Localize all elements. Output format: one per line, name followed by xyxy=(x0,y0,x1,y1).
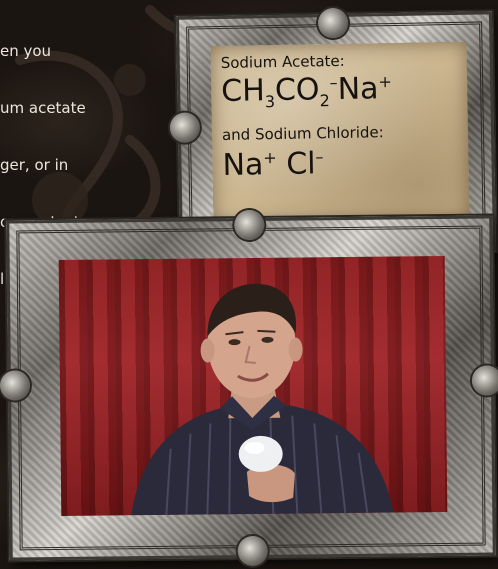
formula-part: CH xyxy=(220,73,266,109)
formula-subscript: 3 xyxy=(264,92,276,112)
formula-part: CO xyxy=(274,72,320,109)
formula-part: Cl xyxy=(276,146,316,183)
frame-ornament xyxy=(234,209,265,241)
intro-line: um acetate xyxy=(0,99,86,117)
intro-line: en you xyxy=(0,42,52,60)
formula-card: Sodium Acetate: CH3CO2–Na+ and Sodium Ch… xyxy=(210,41,470,225)
formula-part: Na xyxy=(337,71,379,107)
formula-subscript: 2 xyxy=(319,91,331,111)
sodium-chloride-label: and Sodium Chloride: xyxy=(221,123,384,144)
frame-ornament xyxy=(0,370,31,401)
formula-part: Na xyxy=(222,147,264,183)
frame-ornament xyxy=(169,112,201,143)
frame-ornament xyxy=(237,535,268,567)
frame-ornament xyxy=(471,365,498,396)
presenter-image xyxy=(131,283,394,516)
formula-superscript: – xyxy=(315,147,324,167)
formula-superscript: + xyxy=(263,148,277,168)
formula-superscript: + xyxy=(378,72,392,92)
sodium-acetate-formula: CH3CO2–Na+ xyxy=(220,71,392,112)
sodium-acetate-label: Sodium Acetate: xyxy=(220,51,345,72)
sodium-chloride-formula: Na+ Cl– xyxy=(222,145,393,184)
formula-block: Sodium Acetate: CH3CO2–Na+ and Sodium Ch… xyxy=(221,51,394,184)
intro-line: ger, or in xyxy=(0,156,69,174)
video-frame xyxy=(0,209,498,567)
video-still xyxy=(58,255,448,516)
frame-ornament xyxy=(317,7,349,39)
